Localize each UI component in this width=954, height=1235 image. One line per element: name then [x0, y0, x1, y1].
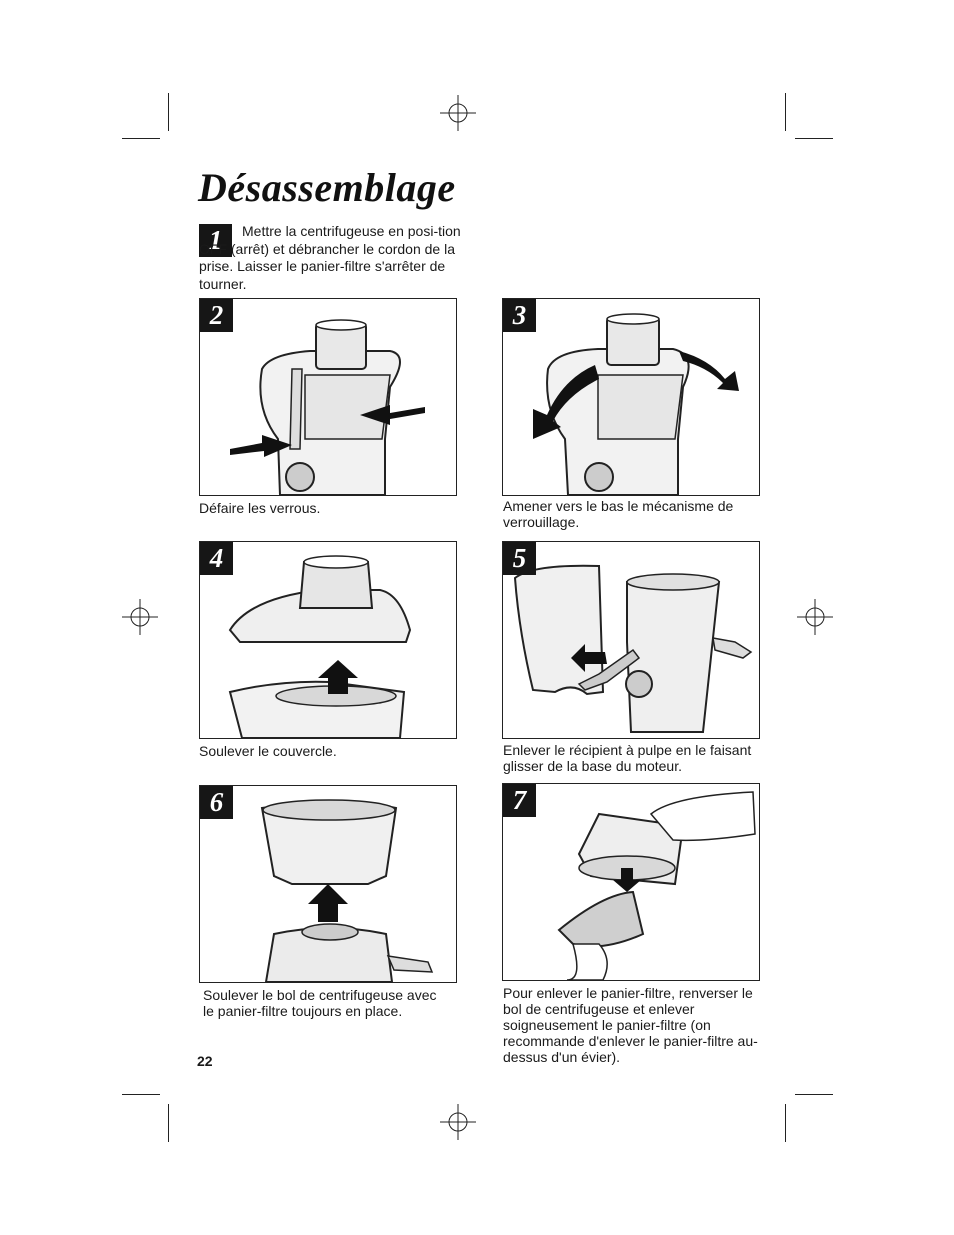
step-number-badge: 4 [200, 542, 233, 575]
step-caption: Amener vers le bas le mécanisme de verro… [503, 498, 734, 530]
step-number-badge: 3 [503, 299, 536, 332]
crop-mark [122, 138, 160, 139]
crop-mark [785, 93, 786, 131]
step-instruction-text: Mettre la centrifugeuse en posi-tion OFF… [199, 223, 461, 292]
crop-mark [785, 1104, 786, 1142]
juicer-latch-release-illustration [230, 319, 425, 495]
step-caption: Soulever le couvercle. [199, 743, 337, 759]
step-number-badge: 5 [503, 542, 536, 575]
step-illustration-panel: 3 [502, 298, 760, 496]
juicer-cover-lift-illustration [228, 555, 412, 738]
registration-mark-icon [440, 1104, 476, 1140]
pulp-container-removal-illustration [513, 564, 753, 733]
step-caption: Pour enlever le panier-filtre, renverser… [503, 985, 758, 1065]
page-number: 22 [197, 1053, 213, 1069]
step-illustration-panel: 6 [199, 785, 457, 983]
step-caption: Enlever le récipient à pulpe en le faisa… [503, 742, 752, 774]
registration-mark-icon [440, 95, 476, 131]
crop-mark [795, 138, 833, 139]
step-illustration-panel: 2 [199, 298, 457, 496]
crop-mark [122, 1094, 160, 1095]
step-caption: Défaire les verrous. [199, 500, 321, 516]
step-illustration-panel: 4 [199, 541, 457, 739]
page-title: Désassemblage [198, 165, 456, 210]
juicer-bowl-lift-illustration [260, 799, 434, 982]
step-caption: Soulever le bol de centrifugeuse avec le… [203, 987, 437, 1019]
crop-mark [795, 1094, 833, 1095]
filter-basket-removal-illustration [557, 791, 756, 980]
juicer-lock-lowering-illustration [533, 313, 739, 495]
step-illustration-panel: 7 [502, 783, 760, 981]
step-number-badge: 2 [200, 299, 233, 332]
step-number-badge: 7 [503, 784, 536, 817]
registration-mark-icon [122, 599, 158, 635]
registration-mark-icon [797, 599, 833, 635]
step-number-badge: 1 [199, 224, 232, 257]
crop-mark [168, 93, 169, 131]
step-illustration-panel: 5 [502, 541, 760, 739]
step-number-badge: 6 [200, 786, 233, 819]
crop-mark [168, 1104, 169, 1142]
